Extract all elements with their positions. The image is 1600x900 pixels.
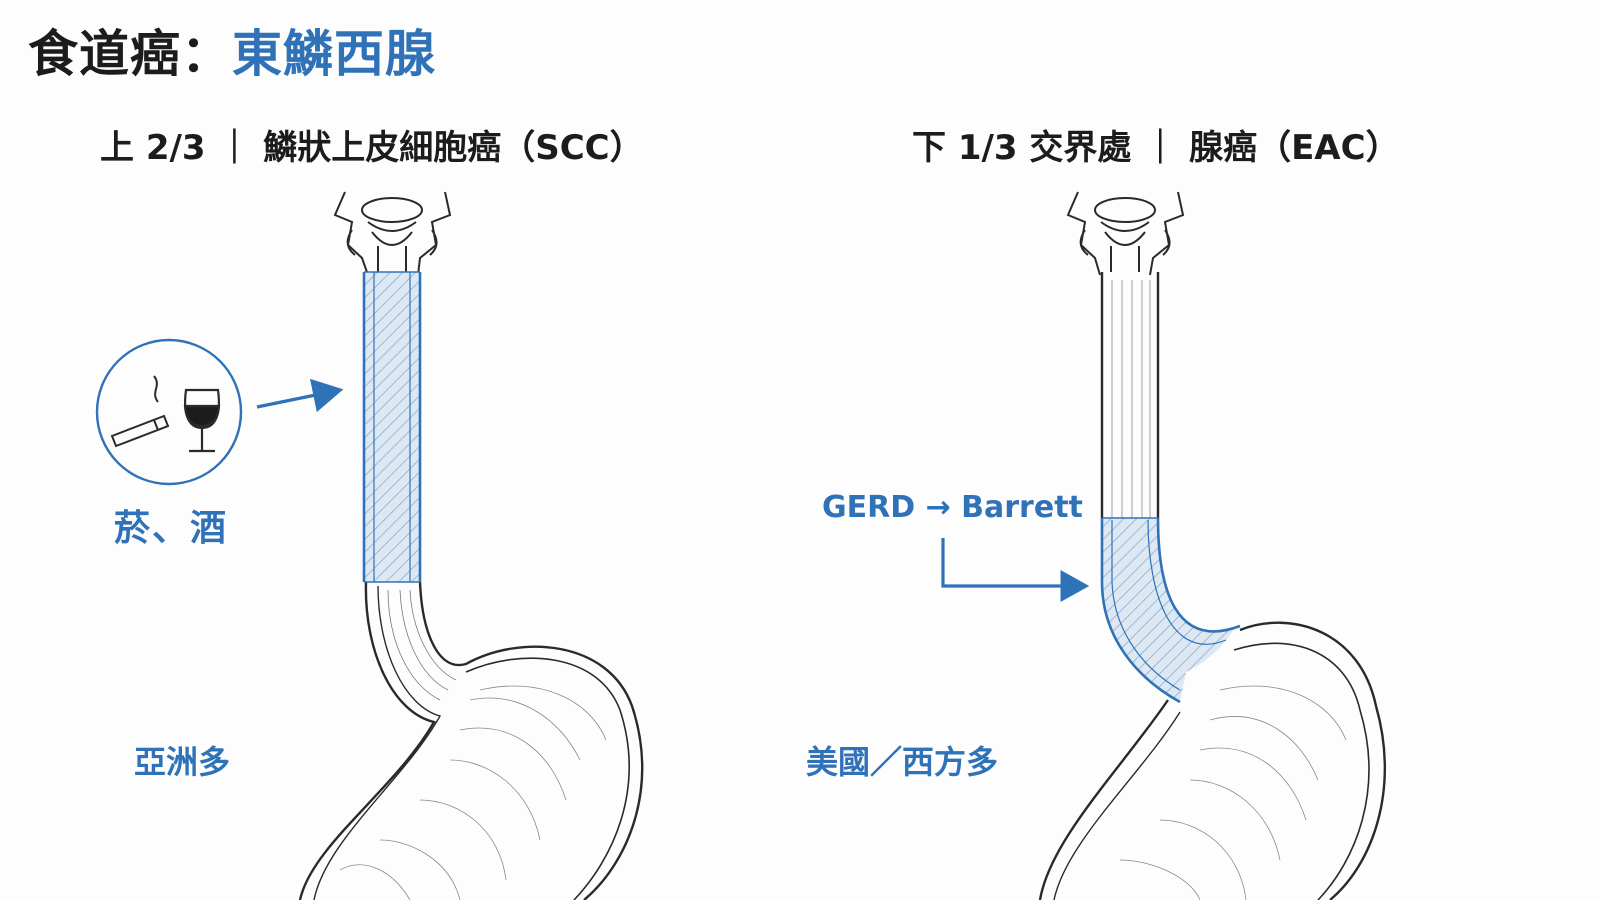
asia-region-label: 亞洲多 xyxy=(134,743,231,781)
risk-factor-icon-circle xyxy=(95,338,243,486)
title-accent: 東鱗西腺 xyxy=(232,25,436,83)
gerd-barrett-arrow xyxy=(941,538,1090,602)
scc-subtitle: 上 2/3 ｜ 鱗狀上皮細胞癌（SCC） xyxy=(100,128,644,168)
page-title: 食道癌：東鱗西腺 xyxy=(28,14,436,86)
gerd-barrett-label: GERD → Barrett xyxy=(822,490,1083,525)
right-stomach xyxy=(1038,621,1387,900)
title-main: 食道癌： xyxy=(28,25,232,83)
smoke-alcohol-arrow xyxy=(256,378,344,413)
eac-subtitle: 下 1/3 交界處 ｜ 腺癌（EAC） xyxy=(912,128,1400,168)
cigarette-icon xyxy=(110,375,170,448)
left-stomach xyxy=(298,581,644,900)
western-region-label: 美國／西方多 xyxy=(806,743,999,781)
right-esophagus-lower-highlight xyxy=(1100,517,1241,704)
right-larynx xyxy=(1066,191,1185,276)
smoke-alcohol-label: 菸、酒 xyxy=(114,508,229,549)
left-larynx xyxy=(333,191,452,276)
wine-glass-icon xyxy=(183,388,221,453)
left-esophagus-upper xyxy=(362,271,422,583)
right-esophagus-upper xyxy=(1100,272,1160,518)
